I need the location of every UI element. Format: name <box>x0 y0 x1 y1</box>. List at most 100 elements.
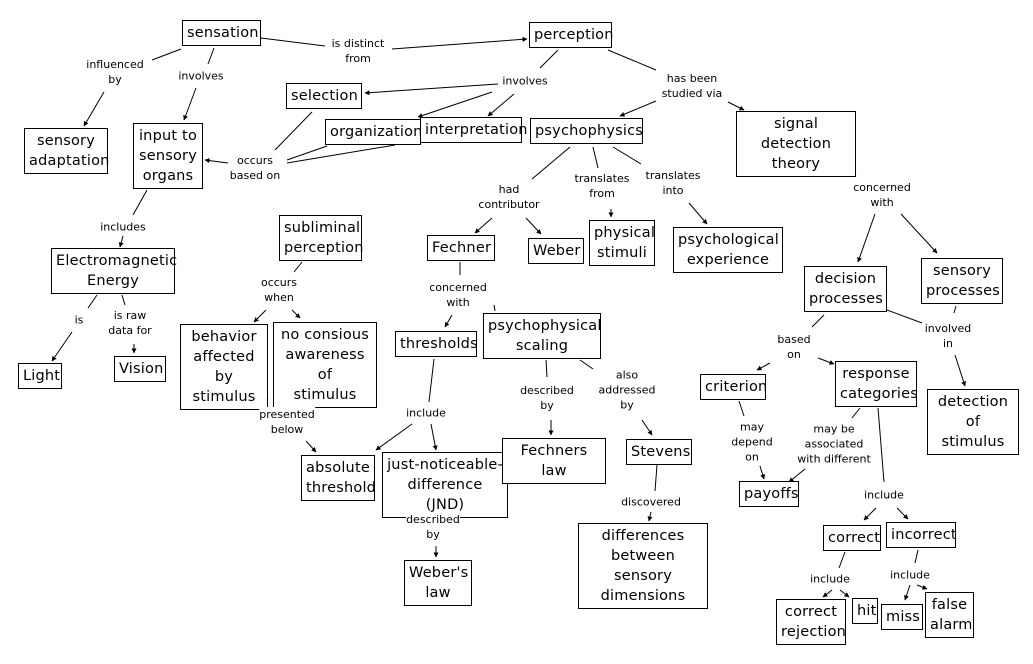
node-behavior-affected[interactable]: behavior affected by stimulus <box>180 324 268 410</box>
edge-line <box>132 189 148 216</box>
edge-arrow <box>954 354 966 387</box>
node-fechner[interactable]: Fechner <box>427 235 495 261</box>
edge-arrow <box>641 419 653 436</box>
edge-arrow <box>817 357 835 365</box>
edge-line <box>607 49 657 71</box>
node-payoffs[interactable]: payoffs <box>739 481 799 507</box>
edge-arrow <box>375 423 413 451</box>
edge-arrow <box>863 507 877 521</box>
edge-arrow <box>444 314 453 328</box>
link-concerned-with-sdt: concerned with <box>853 180 911 210</box>
link-include-thresholds: include <box>406 405 446 421</box>
link-occurs-based-on: occurs based on <box>229 153 281 183</box>
node-absolute-threshold[interactable]: absolute threshold <box>301 455 376 501</box>
node-interpretation[interactable]: interpretation <box>420 117 528 143</box>
link-has-been-studied-via: has been studied via <box>661 71 723 101</box>
node-vision[interactable]: Vision <box>114 356 166 382</box>
edge-line <box>260 37 326 47</box>
node-perception[interactable]: perception <box>529 22 613 48</box>
node-sensory-processes[interactable]: sensory processes <box>921 258 1003 304</box>
edge-line <box>539 49 559 69</box>
edge-arrow <box>839 589 850 598</box>
node-decision-processes[interactable]: decision processes <box>804 266 887 312</box>
edge-line <box>493 304 496 312</box>
node-selection[interactable]: selection <box>286 83 362 109</box>
node-psychological-experience[interactable]: psychological experience <box>673 227 783 273</box>
node-hit[interactable]: hit <box>852 598 878 624</box>
node-weber[interactable]: Weber <box>528 238 584 264</box>
node-miss[interactable]: miss <box>881 604 923 630</box>
link-involved-in: involved in <box>924 321 972 351</box>
node-false-alarm[interactable]: false alarm <box>925 592 974 638</box>
edge-line <box>953 305 957 314</box>
link-involves-perception: involves <box>502 73 548 89</box>
node-thresholds[interactable]: thresholds <box>395 331 478 357</box>
node-stevens[interactable]: Stevens <box>626 439 692 465</box>
node-input-sensory-organs[interactable]: input to sensory organs <box>133 123 203 189</box>
link-occurs-when: occurs when <box>260 275 298 305</box>
edge-arrow <box>253 309 267 323</box>
edge-line <box>592 146 599 169</box>
edge-line <box>274 111 313 151</box>
edge-arrow <box>756 362 771 371</box>
link-may-be-associated: may be associated with different <box>797 421 871 467</box>
node-detection-of-stimulus[interactable]: detection of stimulus <box>927 389 1019 455</box>
node-response-categories[interactable]: response categories <box>835 361 918 407</box>
edge-line <box>851 407 861 419</box>
node-correct[interactable]: correct <box>823 525 881 551</box>
node-psychophysics[interactable]: psychophysics <box>530 118 643 144</box>
edge-arrow <box>896 507 909 520</box>
edge-arrow <box>391 36 528 50</box>
link-based-on: based on <box>777 332 811 362</box>
edge-arrow <box>822 589 833 598</box>
edge-line <box>654 464 658 492</box>
link-also-addressed-by: also addressed by <box>598 367 656 413</box>
link-translates-from: translates from <box>574 171 630 201</box>
link-is-raw-data-for: is raw data for <box>108 308 152 338</box>
node-signal-detection-theory[interactable]: signal detection theory <box>736 111 856 177</box>
edge-arrow <box>788 468 806 483</box>
node-no-conscious-awareness[interactable]: no consious awareness of stimulus <box>273 322 377 408</box>
link-includes: includes <box>100 219 146 235</box>
edge-line <box>886 309 923 324</box>
link-translates-into: translates into <box>645 168 701 198</box>
edge-arrow <box>487 93 515 117</box>
edge-arrow <box>900 213 938 254</box>
link-include-incorrect: include <box>890 567 930 583</box>
node-webers-law[interactable]: Weber's law <box>404 560 472 606</box>
link-described-by-jnd: described by <box>406 512 460 542</box>
edge-arrow <box>857 213 876 263</box>
node-physical-stimuli[interactable]: physical stimuli <box>589 220 655 266</box>
edge-arrow <box>305 440 317 453</box>
node-sensation[interactable]: sensation <box>182 20 261 46</box>
node-sensory-adaptation[interactable]: sensory adaptation <box>24 128 109 174</box>
edge-arrow <box>688 202 708 225</box>
node-criterion[interactable]: criterion <box>700 374 767 400</box>
node-incorrect[interactable]: incorrect <box>886 522 957 548</box>
node-psychophysical-scaling[interactable]: psychophysical scaling <box>483 313 601 359</box>
edge-line <box>738 400 745 417</box>
node-organization[interactable]: organization <box>325 119 422 145</box>
edge-arrow <box>417 91 493 118</box>
node-correct-rejection[interactable]: correct rejection <box>776 599 846 645</box>
node-light[interactable]: Light <box>18 363 62 389</box>
edge-line <box>286 144 396 164</box>
node-electromagnetic-energy[interactable]: Electromagnetic Energy <box>51 248 177 294</box>
node-fechners-law[interactable]: Fechners law <box>502 438 606 484</box>
edge-line <box>838 551 846 569</box>
link-include-correct: include <box>810 571 850 587</box>
node-differences-dimensions[interactable]: differences between sensory dimensions <box>578 523 708 609</box>
edge-arrow <box>183 87 197 121</box>
edge-arrow <box>619 100 657 117</box>
link-presented-below: presented below <box>259 407 315 437</box>
link-include-response: include <box>864 487 904 503</box>
edge-line <box>428 358 435 403</box>
edge-arrow <box>291 309 301 319</box>
edge-arrow <box>474 217 493 234</box>
edge-arrow <box>118 235 124 248</box>
node-jnd[interactable]: just-noticeable- difference (JND) <box>382 452 508 518</box>
edge-arrow <box>83 91 105 127</box>
node-subliminal-perception[interactable]: subliminal perception <box>279 215 363 261</box>
edge-arrow <box>759 465 766 480</box>
edge-line <box>207 47 215 65</box>
